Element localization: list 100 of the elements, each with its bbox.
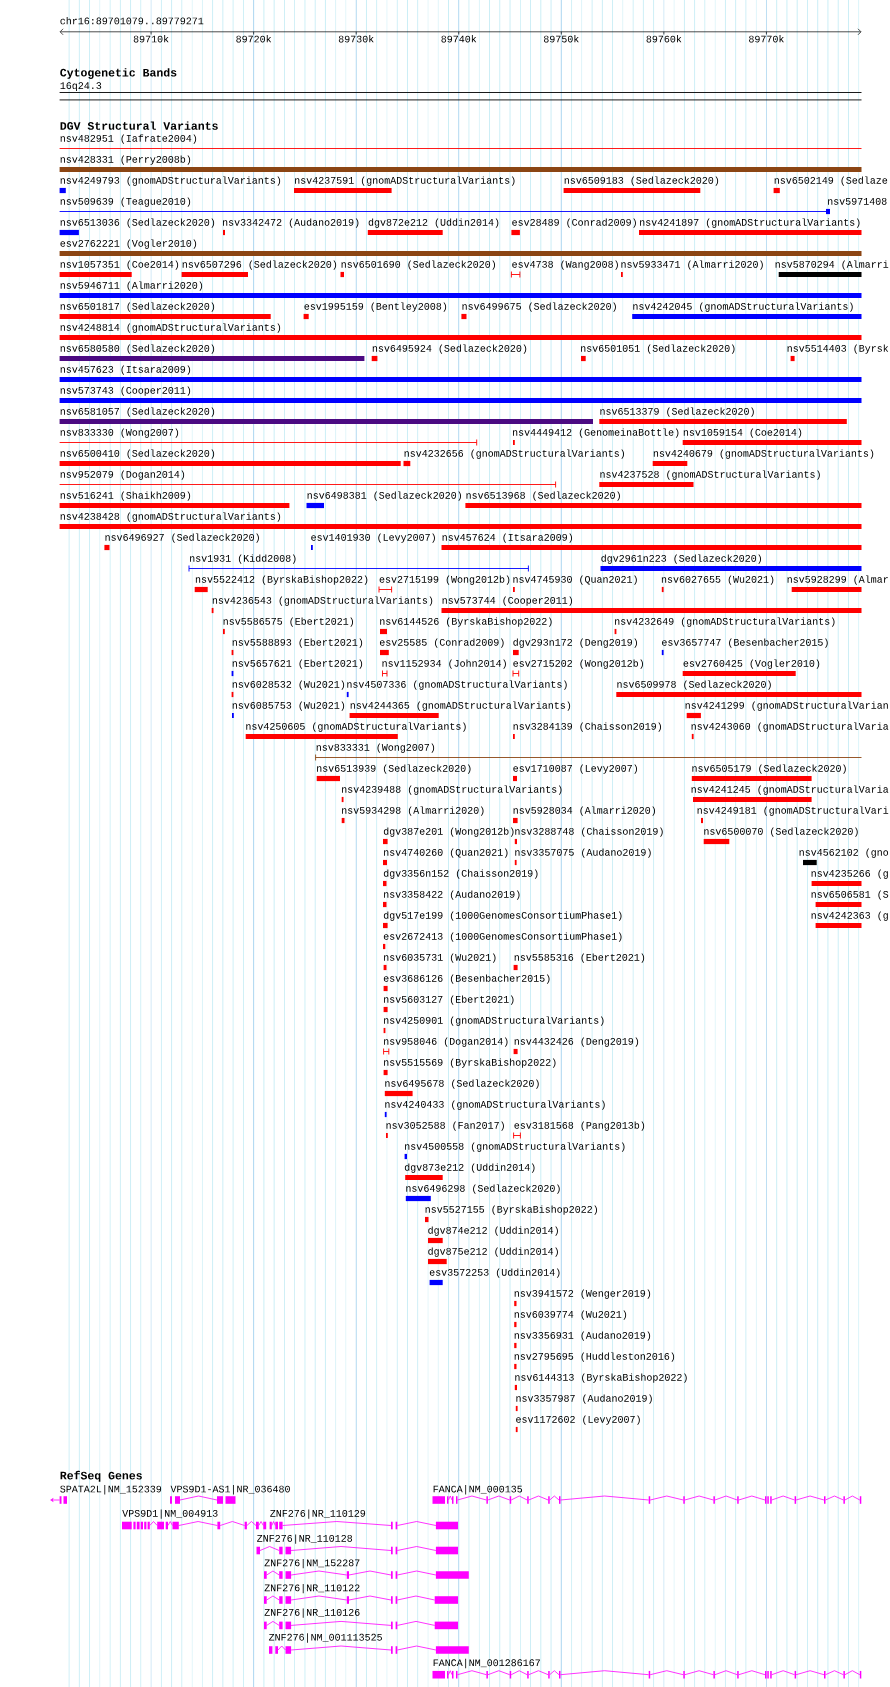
gene-label: ZNF276|NM_152287 — [264, 1558, 360, 1569]
variant-label: nsv5933471 (Almarri2020) — [621, 260, 763, 270]
variant-label: nsv4243060 (gnomADStructuralVaria — [691, 722, 889, 732]
variant-label: nsv5971408 — [828, 197, 887, 205]
variant-label: nsv6513939 (Sedlazeck2020) — [317, 764, 471, 774]
variant-label: nsv4241245 (gnomADStructuralVaria — [691, 785, 889, 795]
variant-label: esv3686126 (Besenbacher2015) — [383, 974, 550, 984]
variant-label: nsv6496298 (Sedlazeck2020) — [406, 1184, 560, 1194]
gene-label: VPS9D1-AS1|NR_036480 — [170, 1485, 290, 1495]
tick-label: 89770k — [749, 35, 784, 43]
variant-label: nsv6513036 (Sedlazeck2020) — [60, 218, 215, 228]
variant-label: nsv4449412 (GenomeinaBottle) — [513, 428, 679, 438]
variant-label: nsv4242363 (g — [811, 911, 888, 921]
variant-label: esv3181568 (Pang2013b) — [514, 1121, 645, 1131]
variant-label: dgv3356n152 (Chaisson2019) — [383, 869, 538, 879]
variant-label: esv2760425 (Vogler2010) — [683, 659, 820, 669]
variant-label: nsv5934298 (Almarri2020) — [342, 806, 484, 816]
variant-label: esv1710087 (Levy2007) — [513, 764, 638, 774]
tick-label: 89710k — [133, 35, 169, 43]
variant-label: nsv958046 (Dogan2014) — [384, 1037, 508, 1047]
tick-label: 89740k — [441, 35, 477, 43]
variant-label: nsv3941572 (Wenger2019) — [514, 1289, 651, 1299]
variant-label: nsv4432426 (Deng2019) — [514, 1037, 639, 1047]
variant-label: nsv4238428 (gnomADStructuralVariants) — [60, 512, 281, 522]
tick-label: 89720k — [236, 35, 272, 43]
variant-label: esv1995159 (Bentley2008) — [304, 302, 447, 312]
variant-label: nsv833331 (Wong2007) — [316, 743, 435, 753]
variant-label: nsv5928299 (Almar — [787, 575, 888, 585]
variant-label: dgv293n172 (Deng2019) — [513, 638, 638, 648]
variant-label: nsv6501690 (Sedlazeck2020) — [341, 260, 496, 270]
gene-label: VPS9D1|NM_004913 — [122, 1509, 218, 1519]
variant-label: nsv5515569 (ByrskaBishop2022) — [384, 1058, 556, 1068]
variant-label: nsv4507336 (gnomADStructuralVariants) — [347, 680, 567, 690]
variant-label: esv3657747 (Besenbacher2015) — [662, 638, 828, 648]
gene-label: SPATA2L|NM_152339 — [60, 1485, 162, 1495]
variant-label: nsv6496927 (Sedlazeck2020) — [105, 533, 259, 543]
variant-label: dgv517e199 (1000GenomesConsortiumPhase1) — [383, 911, 622, 921]
variant-label: nsv6500070 (Sedlazeck2020) — [704, 827, 858, 837]
variant-label: nsv6085753 (Wu2021) — [232, 701, 345, 711]
variant-label: nsv5527155 (ByrskaBishop2022) — [425, 1205, 598, 1215]
variant-label: nsv6502149 (Sedlaze — [774, 176, 888, 186]
variant-label: nsv6035731 (Wu2021) — [384, 953, 496, 963]
variant-label: dgv873e212 (Uddin2014) — [404, 1163, 535, 1173]
variant-label: nsv5657621 (Ebert2021) — [232, 659, 363, 669]
variant-label: esv2715202 (Wong2012b) — [513, 659, 644, 669]
variant-label: nsv6580580 (Sedlazeck2020) — [60, 344, 215, 354]
variant-label: nsv4240433 (gnomADStructuralVariants) — [385, 1100, 605, 1110]
variant-label: nsv1057351 (Coe2014) — [60, 260, 179, 270]
variant-label: esv2762221 (Vogler2010) — [60, 239, 197, 249]
track-heading: DGV Structural Variants — [60, 121, 218, 130]
variant-label: nsv4562102 (gno — [799, 848, 889, 858]
variant-label: nsv516241 (Shaikh2009) — [60, 491, 191, 501]
variant-label: esv1172602 (Levy2007) — [516, 1415, 640, 1425]
variant-label: nsv4232656 (gnomADStructuralVariants) — [404, 449, 625, 459]
variant-label: nsv6499675 (Sedlazeck2020) — [462, 302, 616, 312]
variant-label: nsv5522412 (ByrskaBishop2022) — [195, 575, 368, 585]
gene-label: ZNF276|NR_110122 — [264, 1583, 360, 1594]
variant-label: nsv6495678 (Sedlazeck2020) — [385, 1079, 539, 1089]
variant-label: esv2715199 (Wong2012b) — [379, 575, 510, 585]
variant-label: nsv4500558 (gnomADStructuralVariants) — [405, 1142, 625, 1152]
variant-label: nsv457624 (Itsara2009) — [442, 533, 573, 543]
variant-label: nsv4239488 (gnomADStructuralVariants) — [342, 785, 562, 795]
variant-label: nsv4242045 (gnomADStructuralVariants) — [633, 302, 853, 312]
gene-label: FANCA|NM_000135 — [433, 1485, 523, 1495]
variant-label: esv3572253 (Uddin2014) — [429, 1268, 560, 1278]
variant-label: nsv6500410 (Sedlazeck2020) — [60, 449, 215, 459]
variant-label: nsv6144526 (ByrskaBishop2022) — [380, 617, 552, 627]
variant-label: dgv874e212 (Uddin2014) — [428, 1226, 558, 1236]
variant-label: nsv4244365 (gnomADStructuralVariants) — [350, 701, 571, 711]
variant-label: nsv1931 (Kidd2008) — [190, 554, 296, 564]
variant-label: nsv5585316 (Ebert2021) — [514, 953, 645, 963]
variant-label: nsv2795695 (Huddleston2016) — [514, 1352, 675, 1362]
variant-label: nsv6028532 (Wu2021) — [232, 680, 345, 690]
variant-label: nsv1152934 (John2014) — [382, 659, 506, 669]
variant-label: nsv4241897 (gnomADStructuralVariants) — [640, 218, 860, 228]
variant-label: esv4738 (Wang2008) — [512, 260, 618, 270]
variant-label: nsv6509183 (Sedlazeck2020) — [564, 176, 719, 186]
variant-label: nsv4241299 (gnomADStructuralVarian — [685, 701, 888, 711]
variant-label: nsv5514403 (Byrsk — [787, 344, 889, 354]
gene-label: ZNF276|NR_110128 — [257, 1534, 353, 1544]
variant-label: nsv6509978 (Sedlazeck2020) — [617, 680, 771, 690]
variant-label: nsv6506581 (S — [811, 890, 889, 900]
variant-label: nsv482951 (Iafrate2004) — [60, 134, 197, 144]
variant-label: nsv6507296 (Sedlazeck2020) — [182, 260, 337, 270]
variant-label: nsv6581057 (Sedlazeck2020) — [60, 407, 215, 417]
locus-label: chr16:89701079..89779271 — [60, 17, 204, 25]
variant-label: nsv509639 (Teague2010) — [60, 197, 191, 207]
variant-label: nsv3358422 (Audano2019) — [384, 890, 520, 900]
variant-label: dgv872e212 (Uddin2014) — [368, 218, 499, 228]
variant-label: nsv6027655 (Wu2021) — [661, 575, 774, 585]
track-heading: Cytogenetic Bands — [60, 68, 177, 79]
variant-label: nsv457623 (Itsara2009) — [60, 365, 191, 375]
variant-label: nsv6501051 (Sedlazeck2020) — [581, 344, 735, 354]
track-heading: RefSeq Genes — [60, 1470, 142, 1482]
variant-label: nsv4232649 (gnomADStructuralVariants) — [615, 617, 835, 627]
variant-label: nsv5603127 (Ebert2021) — [384, 995, 514, 1005]
variant-label: dgv387e201 (Wong2012b) — [383, 827, 514, 837]
variant-label: nsv3342472 (Audano2019) — [223, 218, 359, 228]
variant-label: nsv5870294 (Almarri — [775, 260, 889, 270]
tick-label: 89750k — [543, 35, 579, 43]
